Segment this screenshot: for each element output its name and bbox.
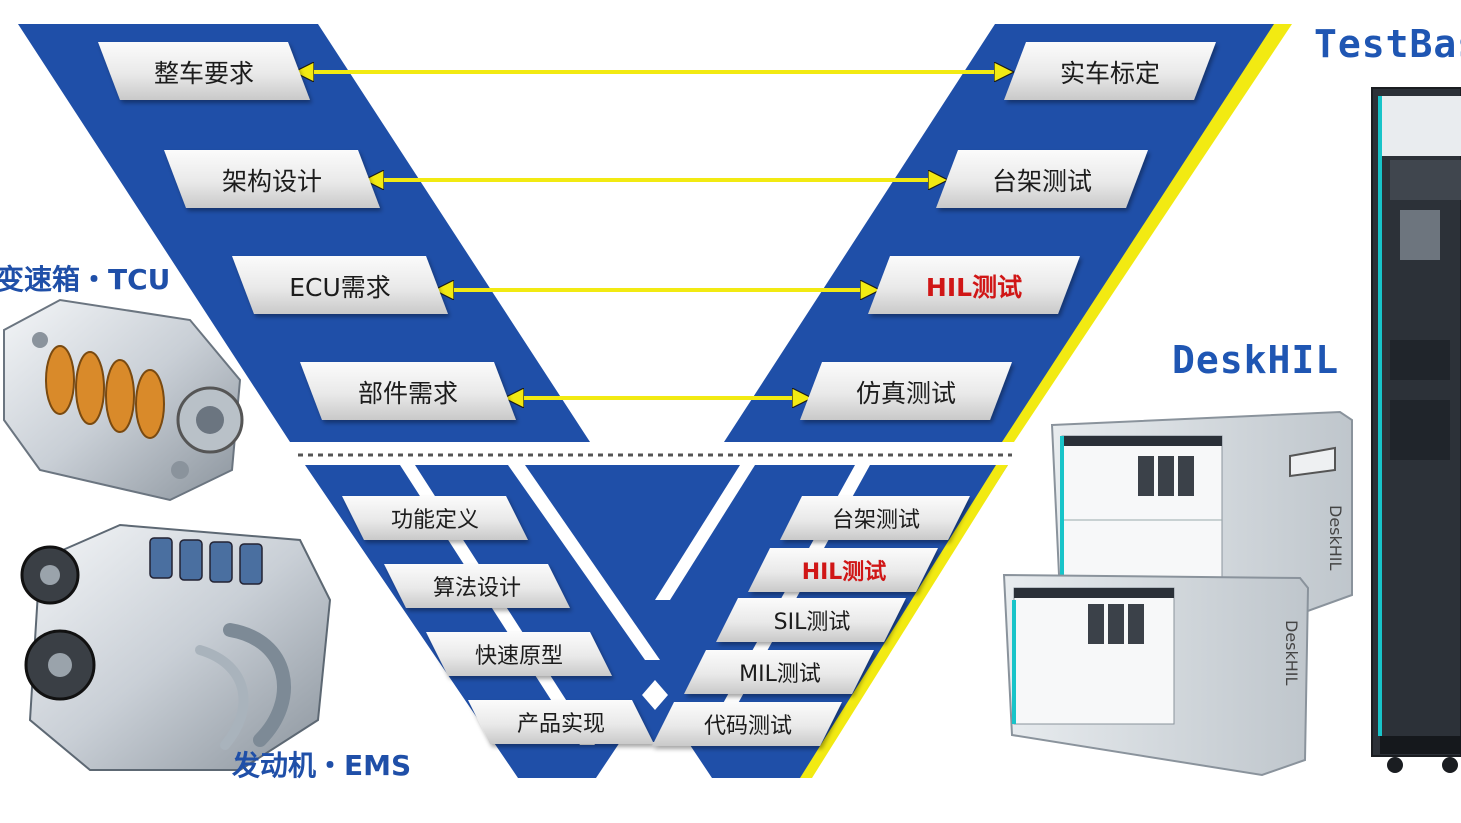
upper-label-card: HIL测试 [868, 256, 1080, 314]
lower-label-card: 功能定义 [342, 496, 528, 540]
hil-chassis-image: DeskHIL DeskHIL [1002, 410, 1353, 777]
engine-image [20, 523, 332, 771]
upper-left-label-2: 架构设计 [222, 167, 322, 196]
lower-cut-mid-left [508, 465, 660, 660]
lower-label-card: HIL测试 [748, 548, 938, 592]
gearbox-image [3, 298, 244, 502]
lower-diamond [642, 680, 668, 710]
deskhil-title: DeskHIL [1172, 338, 1340, 382]
upper-right-label-3: HIL测试 [926, 273, 1022, 302]
upper-label-card: 仿真测试 [800, 362, 1012, 420]
tcu-label: 变速箱・TCU [0, 263, 171, 296]
lower-left-label-1: 功能定义 [391, 508, 479, 533]
deskhil-side-label-lower: DeskHIL [1282, 620, 1301, 686]
lower-right-labels: 台架测试 HIL测试 SIL测试 MIL测试 代码测试 [652, 496, 970, 746]
upper-label-card: ECU需求 [232, 256, 448, 314]
upper-right-label-2: 台架测试 [992, 167, 1092, 196]
upper-label-card: 实车标定 [1004, 42, 1216, 100]
upper-left-labels: 整车要求 架构设计 ECU需求 部件需求 [98, 42, 516, 420]
lower-right-label-4: MIL测试 [739, 662, 821, 687]
arrow-group [298, 72, 1010, 398]
lower-right-label-2: HIL测试 [802, 560, 887, 585]
lower-left-label-2: 算法设计 [433, 576, 521, 601]
upper-label-card: 整车要求 [98, 42, 310, 100]
upper-right-label-1: 实车标定 [1060, 59, 1160, 88]
lower-label-card: 台架测试 [780, 496, 970, 540]
v-right-accent-stripe [1002, 24, 1292, 442]
lower-label-card: 代码测试 [652, 702, 842, 746]
lower-label-card: SIL测试 [716, 598, 906, 642]
lower-right-label-3: SIL测试 [774, 610, 851, 635]
upper-label-card: 部件需求 [300, 362, 516, 420]
ems-label: 发动机・EMS [232, 749, 412, 782]
upper-right-labels: 实车标定 台架测试 HIL测试 仿真测试 [800, 42, 1216, 420]
lower-left-label-3: 快速原型 [475, 644, 563, 669]
lower-label-card: 产品实现 [468, 700, 654, 744]
testbase-title: TestBase [1314, 22, 1461, 66]
lower-w-block [305, 465, 1008, 778]
lower-left-labels: 功能定义 算法设计 快速原型 产品实现 [342, 496, 654, 744]
upper-left-label-4: 部件需求 [358, 379, 458, 408]
v-left-arm [18, 24, 590, 442]
deskhil-side-label: DeskHIL [1326, 505, 1345, 571]
upper-left-label-1: 整车要求 [154, 59, 254, 88]
upper-left-label-3: ECU需求 [289, 273, 391, 302]
lower-cut-mid-right [655, 465, 755, 600]
upper-right-label-4: 仿真测试 [856, 379, 956, 408]
lower-label-card: MIL测试 [684, 650, 874, 694]
lower-right-label-1: 台架测试 [832, 508, 920, 533]
upper-label-card: 台架测试 [936, 150, 1148, 208]
upper-label-card: 架构设计 [164, 150, 380, 208]
lower-left-label-4: 产品实现 [517, 712, 605, 737]
lower-label-card: 算法设计 [384, 564, 570, 608]
lower-right-label-5: 代码测试 [704, 714, 792, 739]
cabinet-image [1371, 87, 1461, 773]
lower-accent-stripe [800, 465, 1008, 778]
lower-label-card: 快速原型 [426, 632, 612, 676]
v-right-arm [724, 24, 1290, 442]
